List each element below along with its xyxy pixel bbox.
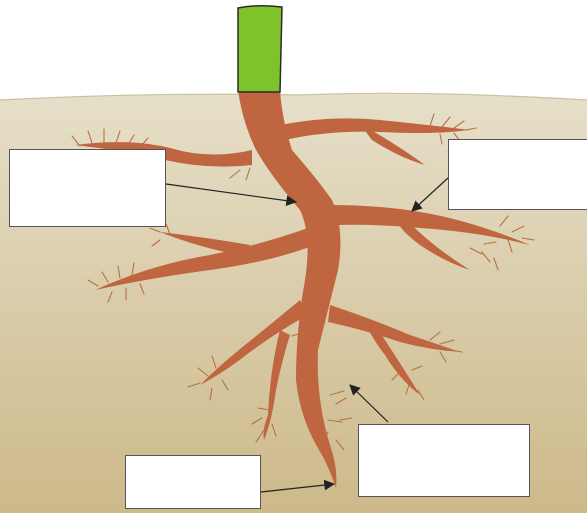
- label-box-upper-right[interactable]: [448, 139, 587, 210]
- label-box-lower-left[interactable]: [125, 455, 261, 509]
- stem: [238, 6, 282, 92]
- label-box-upper-left[interactable]: [9, 149, 166, 227]
- label-box-lower-right[interactable]: [358, 424, 530, 497]
